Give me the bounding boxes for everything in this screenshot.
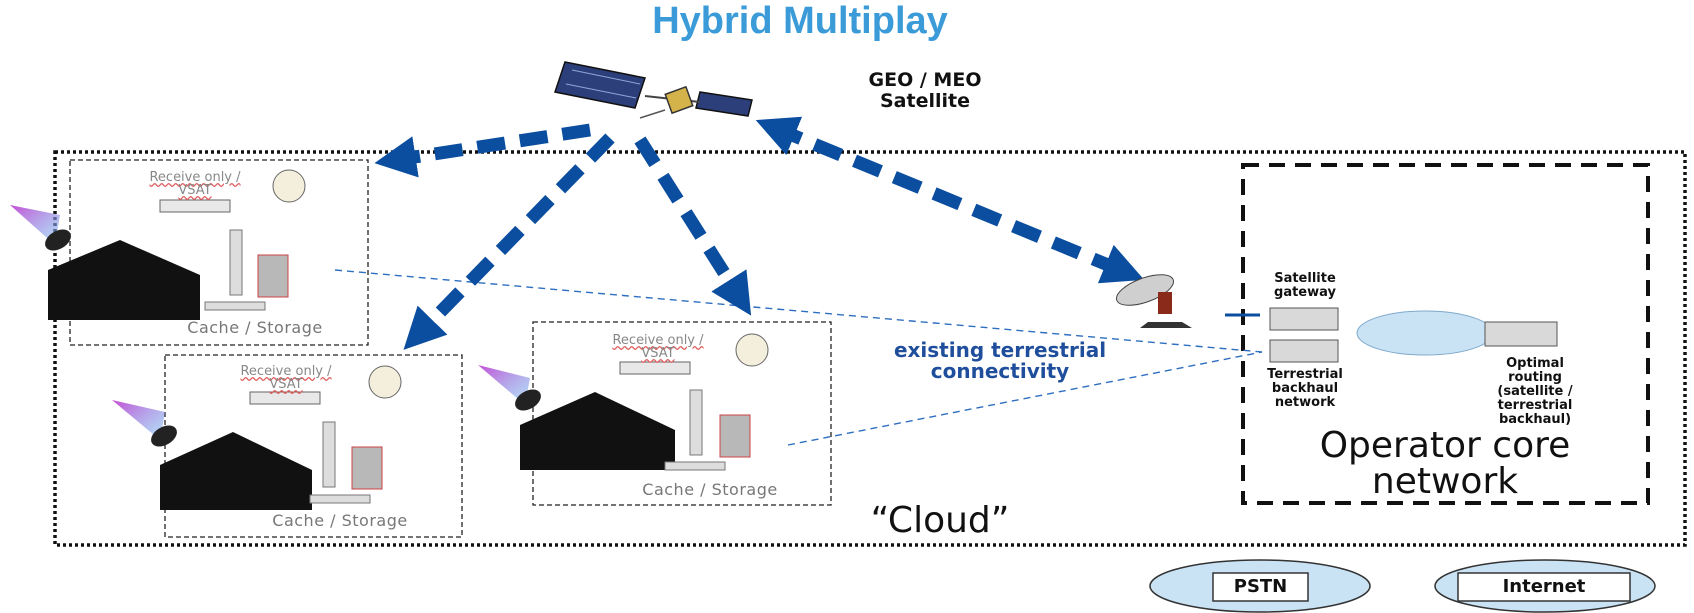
site-3-receive-line2: VSAT <box>641 346 675 361</box>
site-3-graphics <box>478 333 769 471</box>
site-box-2 <box>164 354 463 538</box>
routing-line4: terrestrial <box>1497 398 1573 413</box>
satellite-label-line2: Satellite <box>880 90 970 112</box>
site-2-graphics <box>112 365 402 510</box>
routing-label: Optimal routing (satellite / terrestrial… <box>1475 357 1595 427</box>
backhaul-line1: Terrestrial <box>1267 367 1343 382</box>
site-3-receive-label: Receive only / VSAT <box>588 334 728 360</box>
site-2-receive-line2: VSAT <box>269 377 303 392</box>
satellite-links <box>374 116 1145 350</box>
site-3-cache-label: Cache / Storage <box>642 480 778 499</box>
site-1-receive-line1: Receive only / <box>149 170 241 185</box>
operator-core-boundary <box>1241 163 1650 505</box>
core-line1: Operator core <box>1319 425 1571 466</box>
backhaul-label: Terrestrial backhaul network <box>1255 368 1355 410</box>
site-1-graphics <box>10 169 306 320</box>
cloud-label: “Cloud” <box>870 500 1010 541</box>
site-1-cache-label: Cache / Storage <box>187 318 323 337</box>
ground-dish-icon <box>1116 274 1260 328</box>
site-2-cache-label: Cache / Storage <box>272 511 408 530</box>
connectivity-line2: connectivity <box>930 359 1070 383</box>
arrow-to-site-2 <box>403 133 615 350</box>
routing-line3: (satellite / <box>1497 384 1573 399</box>
routing-line5: backhaul) <box>1498 412 1572 427</box>
connectivity-line1: existing terrestrial <box>893 338 1107 362</box>
site-box-1 <box>69 159 369 346</box>
site-1-receive-label: Receive only / VSAT <box>125 171 265 197</box>
site-box-3 <box>532 321 832 506</box>
site-2-receive-line1: Receive only / <box>240 364 332 379</box>
site-2-receive-label: Receive only / VSAT <box>216 365 356 391</box>
operator-equipment <box>1269 307 1558 363</box>
routing-line1: Optimal <box>1506 356 1564 371</box>
cloud-boundary <box>53 150 1687 547</box>
routing-line2: routing <box>1508 370 1562 385</box>
diagram-title: Hybrid Multiplay <box>652 0 948 42</box>
core-line2: network <box>1371 461 1519 502</box>
site-3-receive-line1: Receive only / <box>612 333 704 348</box>
satellite-label-line1: GEO / MEO <box>868 69 982 91</box>
site-1-receive-line2: VSAT <box>178 183 212 198</box>
pstn-label: PSTN <box>1233 576 1288 597</box>
internet-label: Internet <box>1502 576 1586 597</box>
gateway-line2: gateway <box>1274 285 1336 300</box>
gateway-label: Satellite gateway <box>1260 272 1350 300</box>
arrow-to-site-3 <box>634 136 752 316</box>
connectivity-label: existing terrestrial connectivity <box>850 340 1150 382</box>
backhaul-line2: backhaul <box>1271 381 1339 396</box>
arrow-gateway <box>755 116 1145 284</box>
backhaul-line3: network <box>1274 395 1336 410</box>
arrow-to-site-1 <box>374 123 591 178</box>
operator-core-label: Operator core network <box>1245 428 1645 500</box>
terrestrial-link-2 <box>787 351 1263 446</box>
satellite-label: GEO / MEO Satellite <box>820 70 1030 112</box>
gateway-line1: Satellite <box>1274 271 1336 286</box>
satellite-icon <box>554 61 753 119</box>
